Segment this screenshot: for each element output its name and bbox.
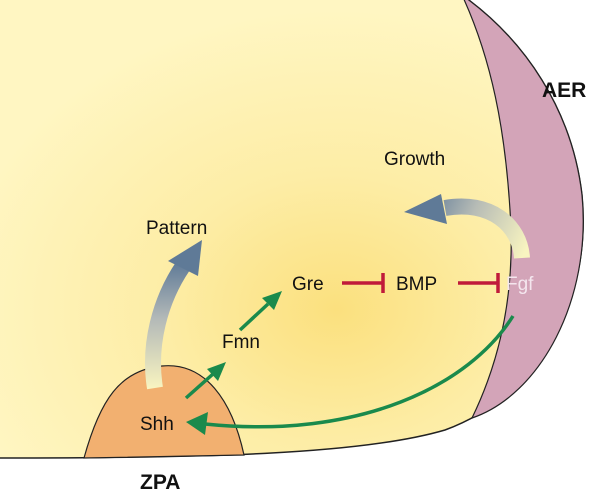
zpa-region — [83, 365, 245, 459]
fmn-to-gre-arrow — [238, 291, 282, 332]
bmp-inhibits-fgf — [458, 273, 500, 293]
pattern-label: Pattern — [146, 218, 207, 239]
pattern-signal-arrow — [145, 240, 202, 390]
fgf-label: Fgf — [506, 274, 534, 295]
shh-label: Shh — [140, 414, 174, 435]
gre-inhibits-bmp — [342, 273, 385, 293]
growth-label: Growth — [384, 149, 445, 170]
fmn-label: Fmn — [222, 332, 260, 353]
growth-signal-arrow — [404, 194, 530, 260]
gre-label: Gre — [292, 274, 324, 295]
fgf-to-shh-feedback-arrow — [186, 315, 515, 435]
zpa-label: ZPA — [140, 471, 180, 493]
arrow-icon — [262, 291, 282, 310]
aer-region — [463, 0, 584, 420]
aer-label: AER — [542, 79, 586, 102]
growth-arrowhead-icon — [404, 194, 447, 224]
bmp-label: BMP — [396, 274, 437, 295]
arrow-icon — [186, 412, 208, 435]
shh-to-fmn-arrow — [184, 362, 226, 400]
arrow-icon — [207, 362, 226, 381]
pattern-arrowhead-icon — [168, 240, 202, 276]
